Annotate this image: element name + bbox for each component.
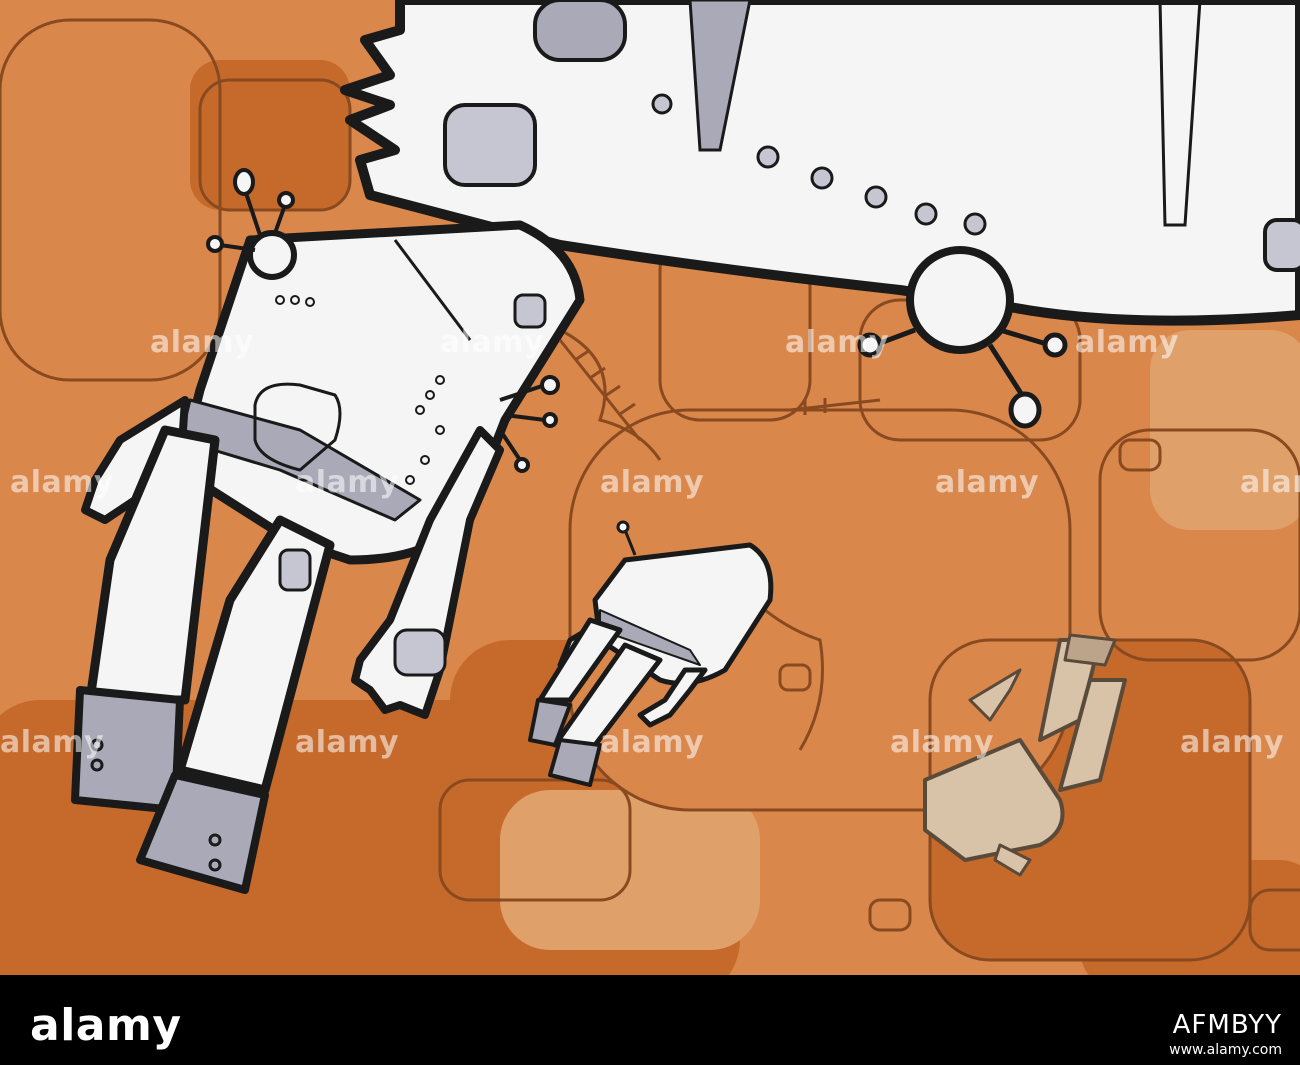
footer-logo: alamy bbox=[30, 1000, 182, 1051]
ground-cracks bbox=[558, 339, 881, 441]
medium-robot bbox=[528, 520, 774, 787]
terrain-patches bbox=[0, 18, 1300, 975]
image-id-label: AFMBYY bbox=[1172, 1010, 1282, 1040]
footer-url: www.alamy.com bbox=[1169, 1042, 1282, 1058]
large-robot bbox=[71, 168, 585, 894]
tan-robot bbox=[923, 633, 1127, 877]
footer-bar bbox=[0, 975, 1300, 1065]
illustration-canvas: alamy alamy alamy alamy alamy alamy alam… bbox=[0, 0, 1300, 975]
robots-illustration bbox=[0, 0, 1300, 975]
spaceship bbox=[340, 0, 1300, 429]
